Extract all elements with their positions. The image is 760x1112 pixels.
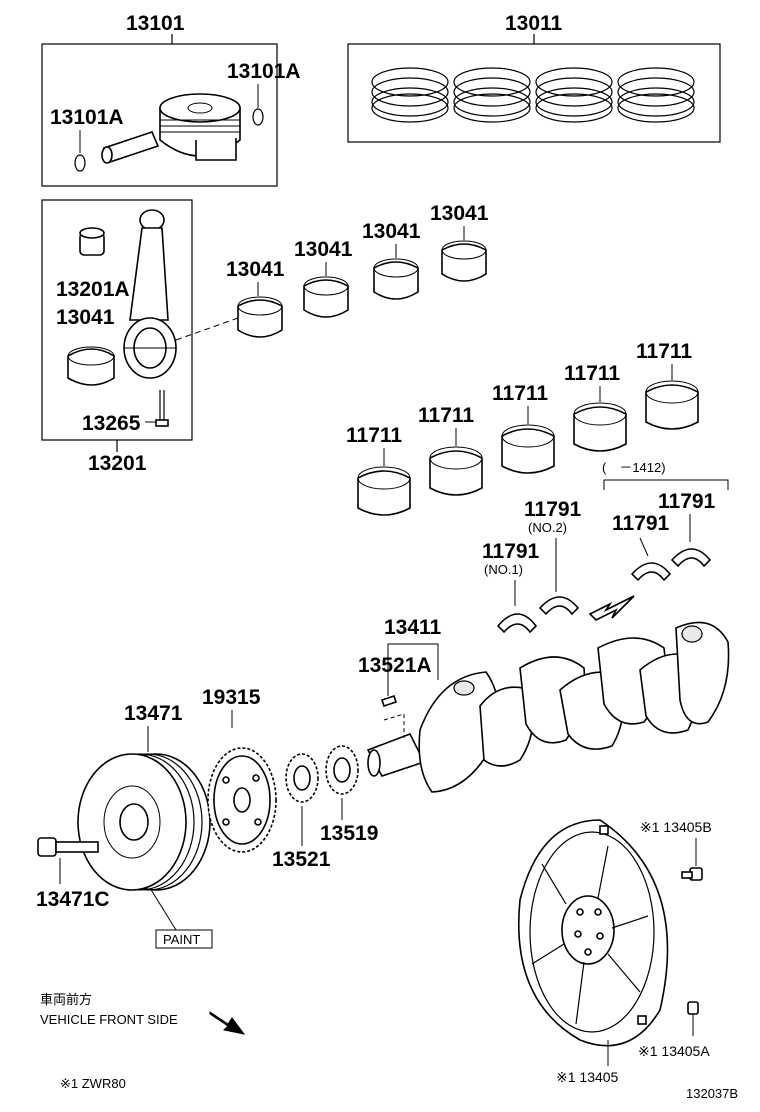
label-13101A-left: 13101A xyxy=(50,106,124,129)
label-11791-b: 11791 xyxy=(524,498,582,521)
label-11711-e: 11711 xyxy=(636,340,692,363)
rod-bearing-icon xyxy=(303,262,349,318)
rod-bearing-icon xyxy=(441,226,487,282)
timing-sprocket-small-icon xyxy=(285,753,319,803)
label-11711-b: 11711 xyxy=(418,404,474,427)
label-13405A: ※1 13405A xyxy=(638,1043,710,1059)
label-13011: 13011 xyxy=(505,12,563,35)
label-13041-d: 13041 xyxy=(430,202,489,225)
thrust-washer-icon xyxy=(630,537,672,582)
bolt-icon xyxy=(37,837,99,857)
label-11711-c: 11711 xyxy=(492,382,548,405)
label-13101A-right: 13101A xyxy=(227,60,301,83)
connecting-rod-icon xyxy=(123,209,177,379)
label-paint: PAINT xyxy=(163,932,200,947)
label-13041-c: 13041 xyxy=(362,220,421,243)
dashed-leader xyxy=(175,317,239,341)
main-bearing-icon xyxy=(429,428,483,496)
label-13041-b: 13041 xyxy=(294,238,353,261)
main-bearing-icon xyxy=(645,364,699,430)
label-no2: (NO.2) xyxy=(528,520,567,535)
label-19315: 19315 xyxy=(202,686,261,709)
rod-bearing-icon xyxy=(67,346,115,386)
label-front-en: VEHICLE FRONT SIDE xyxy=(40,1012,178,1027)
label-13405: ※1 13405 xyxy=(556,1069,619,1085)
crankshaft-icon xyxy=(366,621,730,793)
thrust-washer-icon xyxy=(496,580,538,634)
label-range-1412: ( －1412) xyxy=(602,460,666,475)
label-13519: 13519 xyxy=(320,822,378,845)
thrust-washer-icon xyxy=(538,538,580,616)
key-icon xyxy=(380,680,398,708)
arrow-icon xyxy=(588,595,635,621)
label-13521A: 13521A xyxy=(358,654,432,677)
label-no1: (NO.1) xyxy=(484,562,523,577)
label-13265: 13265 xyxy=(82,412,141,435)
label-13041-box: 13041 xyxy=(56,306,115,329)
label-13471: 13471 xyxy=(124,702,183,725)
label-13411: 13411 xyxy=(384,616,442,639)
label-11791-d: 11791 xyxy=(658,490,716,513)
label-front-jp: 車両前方 xyxy=(40,992,92,1007)
label-11791-c: 11791 xyxy=(612,512,670,535)
rod-bearing-icon xyxy=(237,282,283,338)
crankshaft-pulley-icon xyxy=(77,753,211,891)
label-footnote: ※1 ZWR80 xyxy=(60,1076,126,1091)
oil-pump-sprocket-icon xyxy=(325,745,359,795)
label-11711-a: 11711 xyxy=(346,424,402,447)
ring-set-box xyxy=(347,43,721,143)
main-bearing-icon xyxy=(501,406,555,474)
label-diagram-id: 132037B xyxy=(686,1086,738,1101)
label-13201: 13201 xyxy=(88,452,147,475)
label-13201A: 13201A xyxy=(56,278,130,301)
label-11711-d: 11711 xyxy=(564,362,620,385)
label-13405B: ※1 13405B xyxy=(640,819,712,835)
main-bearing-icon xyxy=(357,448,411,516)
paint-tag: PAINT xyxy=(149,887,213,949)
snap-ring-icon xyxy=(74,84,264,172)
timing-sprocket-icon xyxy=(207,747,277,853)
drive-plate-bolt-icon xyxy=(681,838,703,881)
front-arrow-icon xyxy=(209,1011,246,1035)
rod-bearing-icon xyxy=(373,244,419,300)
label-13471C: 13471C xyxy=(36,888,110,911)
thrust-washer-icon xyxy=(670,514,712,568)
piston-ring-set-icon xyxy=(371,67,695,123)
label-11791-a: 11791 xyxy=(482,540,540,563)
main-bearing-icon xyxy=(573,386,627,452)
label-13101: 13101 xyxy=(126,12,185,35)
spacer-icon xyxy=(687,1001,699,1036)
rod-bolt-icon xyxy=(155,390,169,427)
rod-bushing-icon xyxy=(79,227,105,256)
piston-pin-icon xyxy=(101,131,160,164)
label-13041-a: 13041 xyxy=(226,258,285,281)
label-13521: 13521 xyxy=(272,848,331,871)
piston-icon xyxy=(159,93,241,161)
piston-box xyxy=(41,43,278,187)
drive-plate-icon xyxy=(517,819,669,1047)
